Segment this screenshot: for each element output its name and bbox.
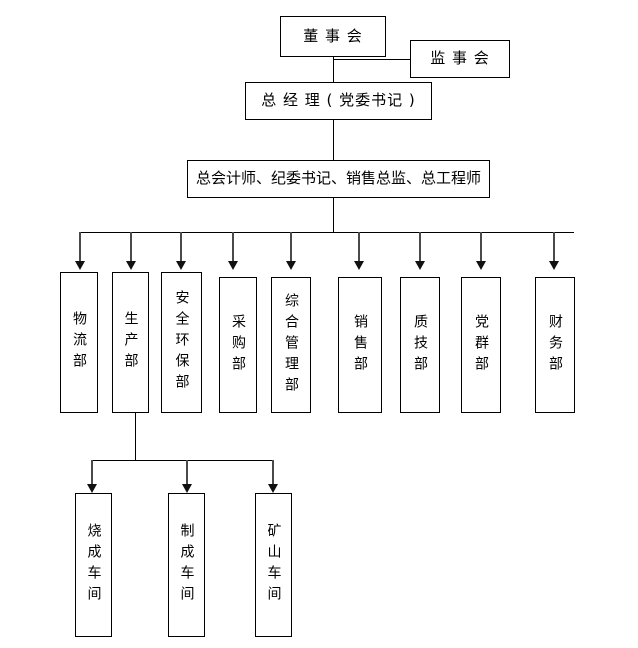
node-department-finance-label: 财务部 [547, 313, 563, 377]
node-board-of-supervisors[interactable]: 监 事 会 [410, 40, 510, 78]
node-executives[interactable]: 总会计师、纪委书记、销售总监、总工程师 [187, 160, 490, 198]
connector-arrow-head-workshop-1 [87, 484, 97, 493]
node-department-party-affairs[interactable]: 党群部 [461, 277, 501, 413]
node-department-logistics[interactable]: 物流部 [60, 272, 98, 413]
node-workshop-mine-label: 矿山车间 [265, 523, 282, 607]
node-department-quality-technology-label: 质技部 [412, 313, 428, 377]
connector-arrow-shaft-workshop-1 [91, 460, 93, 486]
connector-board-to-supervisors [333, 59, 411, 60]
node-department-safety-environment-label: 安全环保部 [173, 290, 190, 395]
connector-arrow-shaft-dept-9 [553, 232, 555, 263]
node-department-safety-environment[interactable]: 安全环保部 [161, 272, 202, 413]
connector-arrow-shaft-dept-6 [358, 232, 360, 263]
connector-arrow-head-dept-5 [286, 261, 296, 270]
connector-arrow-head-dept-4 [228, 261, 238, 270]
connector-arrow-shaft-dept-1 [79, 232, 81, 263]
node-department-party-affairs-label: 党群部 [473, 313, 489, 377]
connector-arrow-head-dept-6 [354, 261, 364, 270]
node-workshop-firing[interactable]: 烧成车间 [75, 493, 112, 637]
connector-arrow-shaft-dept-8 [480, 232, 482, 263]
node-workshop-firing-label: 烧成车间 [85, 523, 102, 607]
node-department-sales-label: 销售部 [352, 313, 368, 377]
node-department-production-label: 生产部 [122, 311, 139, 374]
connector-arrow-head-dept-9 [549, 261, 559, 270]
connector-arrow-shaft-dept-2 [130, 232, 132, 263]
node-board-of-supervisors-label: 监 事 会 [430, 49, 490, 68]
connector-arrow-head-dept-7 [415, 261, 425, 270]
connector-arrow-shaft-dept-5 [290, 232, 292, 263]
node-board-of-directors-label: 董 事 会 [303, 26, 363, 45]
connector-executives-to-bus [333, 198, 334, 232]
connector-arrow-shaft-dept-7 [419, 232, 421, 263]
node-general-manager[interactable]: 总 经 理 ( 党委书记 ) [245, 82, 432, 120]
node-executives-label: 总会计师、纪委书记、销售总监、总工程师 [195, 169, 481, 188]
connector-arrow-shaft-dept-4 [232, 232, 234, 263]
node-department-sales[interactable]: 销售部 [338, 277, 382, 413]
workshop-distribution-bus [92, 460, 274, 461]
connector-arrow-head-workshop-2 [182, 484, 192, 493]
connector-gm-to-executives [333, 120, 334, 160]
connector-production-to-workshop-bus [135, 413, 136, 461]
department-distribution-bus [80, 232, 574, 233]
node-workshop-manufacturing[interactable]: 制成车间 [168, 493, 205, 637]
node-department-purchasing-label: 采购部 [230, 313, 246, 377]
node-workshop-mine[interactable]: 矿山车间 [255, 493, 292, 637]
connector-board-to-gm-stub [333, 57, 334, 83]
connector-arrow-head-dept-2 [126, 261, 136, 270]
connector-arrow-shaft-dept-3 [180, 232, 182, 263]
node-department-quality-technology[interactable]: 质技部 [400, 277, 440, 413]
connector-arrow-shaft-workshop-3 [272, 460, 274, 486]
node-general-manager-label: 总 经 理 ( 党委书记 ) [261, 91, 416, 110]
node-department-general-management-label: 综合管理部 [283, 292, 299, 398]
node-department-general-management[interactable]: 综合管理部 [271, 277, 311, 413]
node-department-logistics-label: 物流部 [71, 311, 87, 374]
connector-arrow-head-workshop-3 [268, 484, 278, 493]
node-department-finance[interactable]: 财务部 [535, 277, 575, 413]
node-board-of-directors[interactable]: 董 事 会 [280, 16, 386, 57]
node-department-purchasing[interactable]: 采购部 [219, 277, 257, 413]
node-workshop-manufacturing-label: 制成车间 [178, 523, 195, 607]
connector-arrow-shaft-workshop-2 [186, 460, 188, 486]
connector-arrow-head-dept-8 [476, 261, 486, 270]
connector-arrow-head-dept-3 [176, 261, 186, 270]
connector-arrow-head-dept-1 [75, 261, 85, 270]
node-department-production[interactable]: 生产部 [112, 272, 149, 413]
